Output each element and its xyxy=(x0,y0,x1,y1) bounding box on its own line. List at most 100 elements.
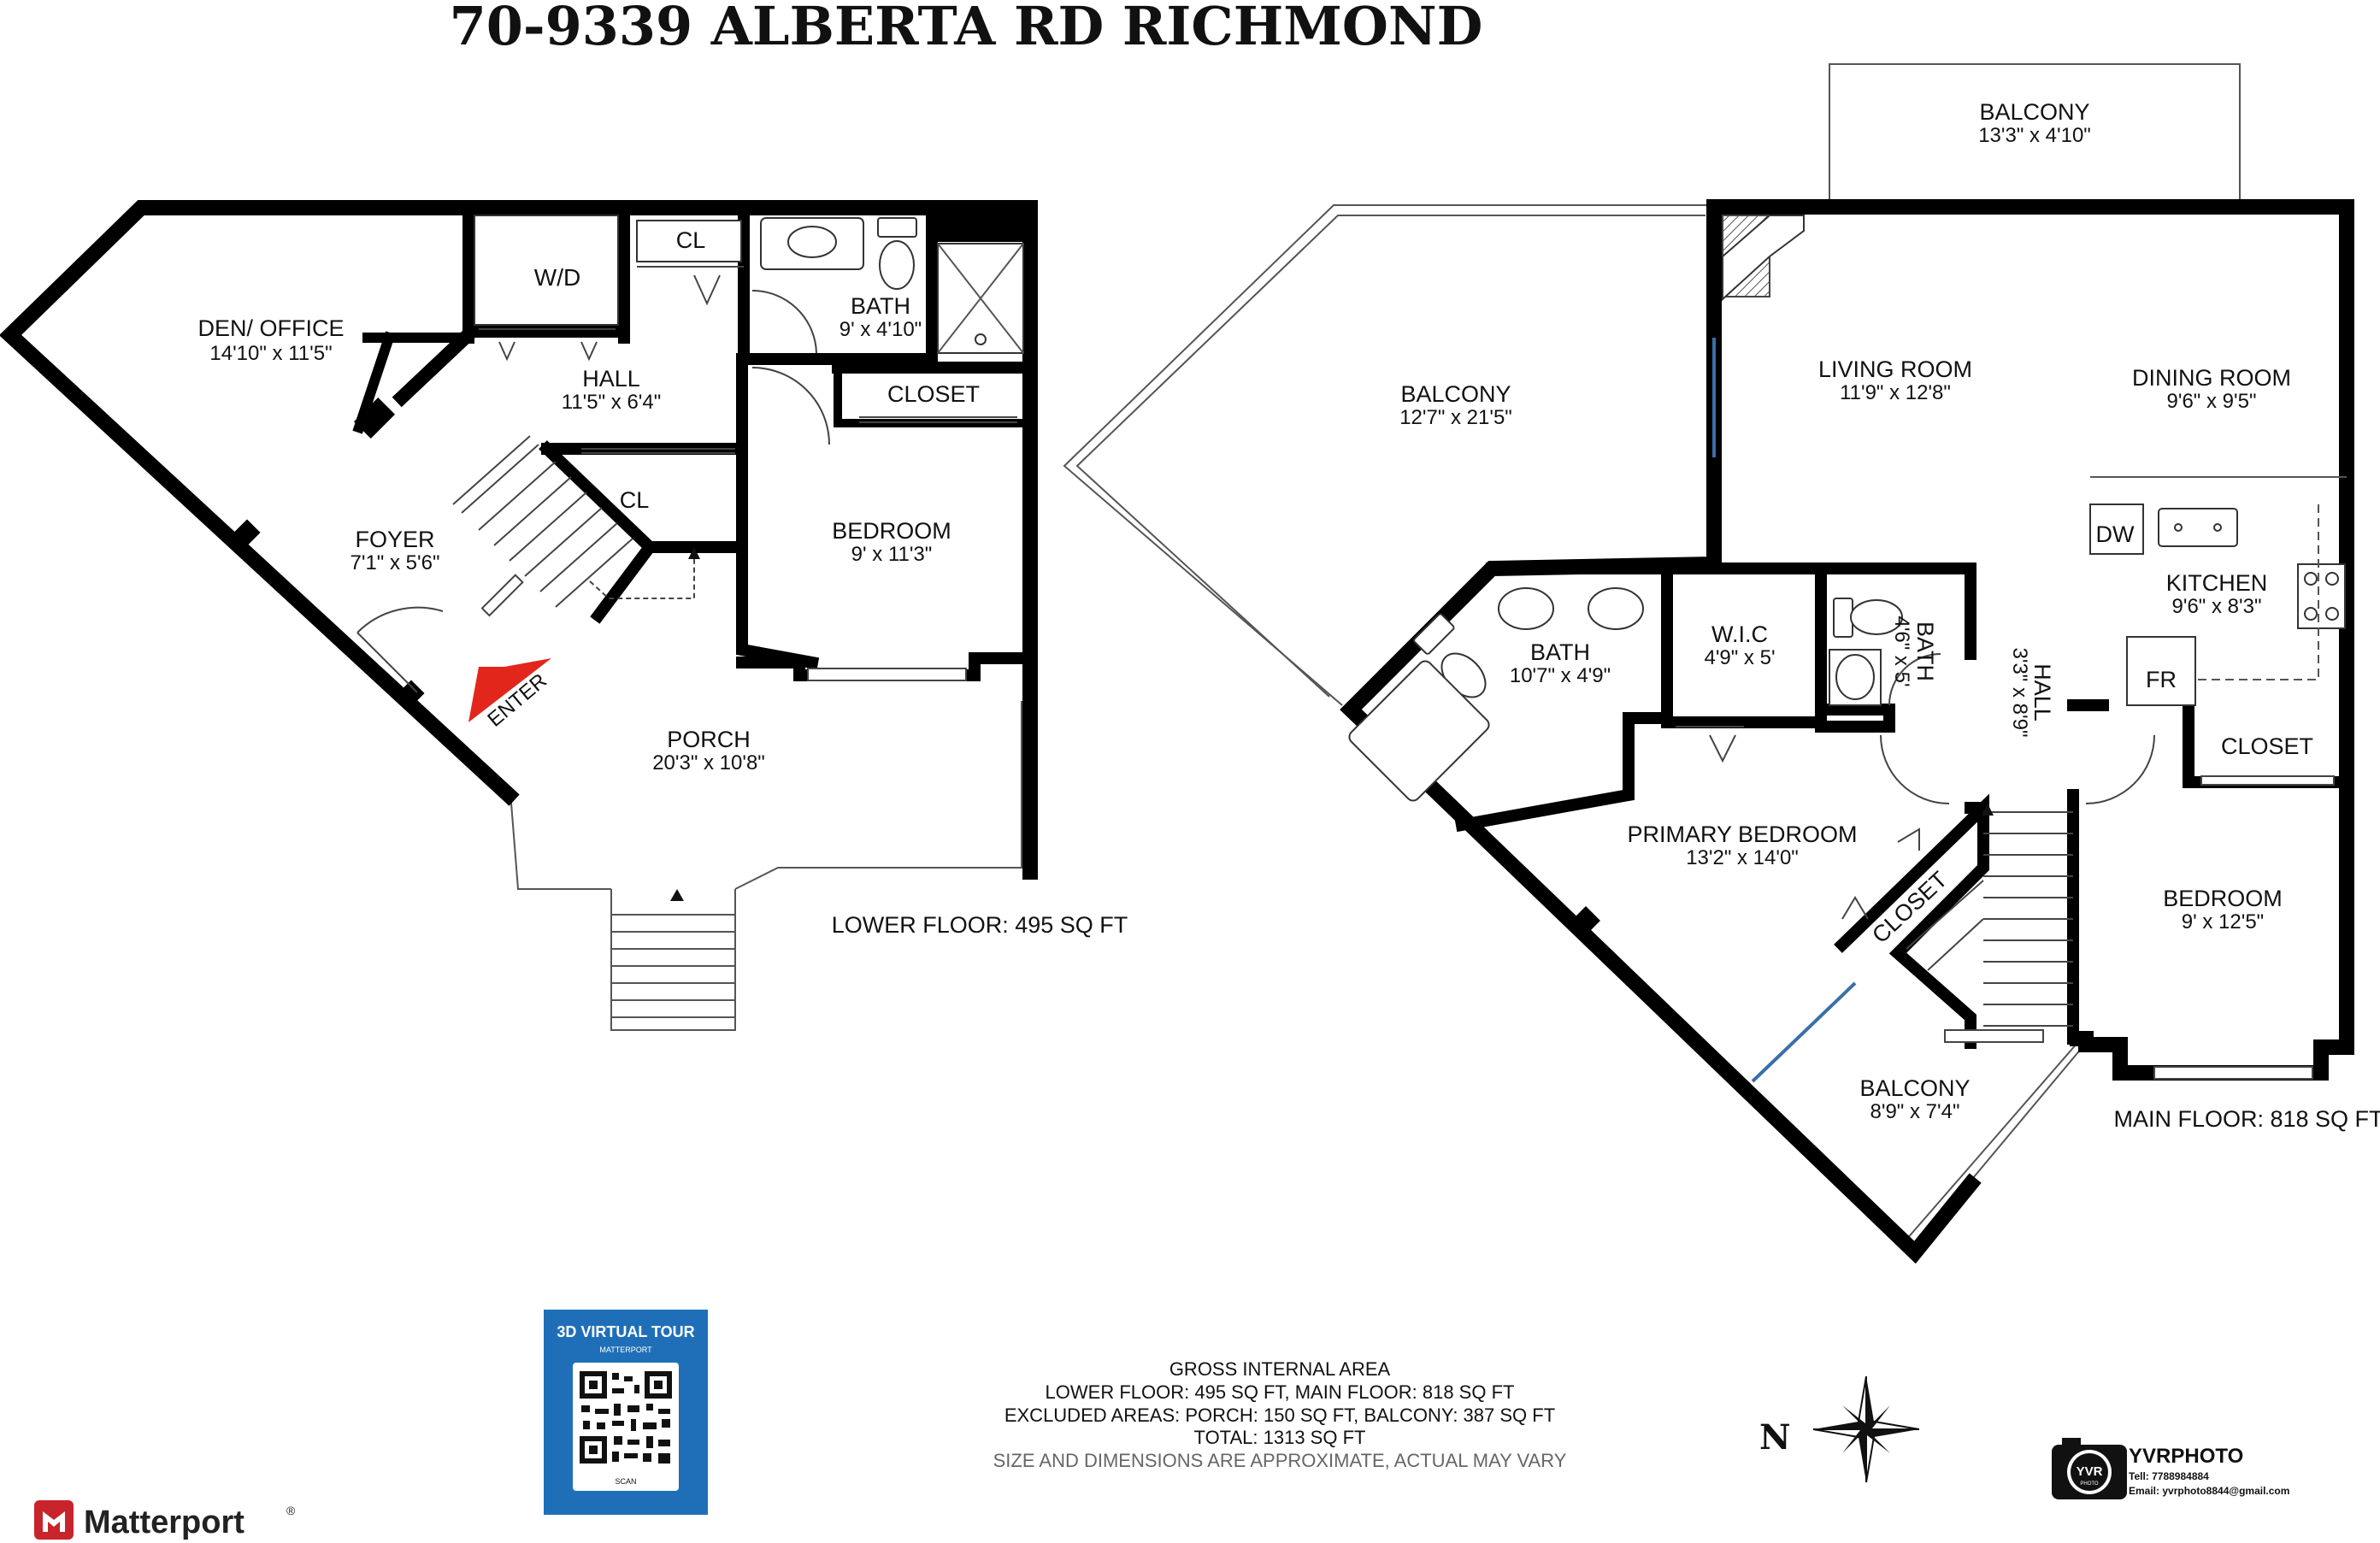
cl-stair-label: CL xyxy=(620,487,650,513)
bedroom-dims: 9' x 11'3" xyxy=(851,543,933,566)
yvr-brand: YVRPHOTO xyxy=(2129,1445,2243,1468)
virtual-tour-scan: SCAN xyxy=(615,1477,636,1486)
foyer-window xyxy=(480,574,524,617)
bath-label: BATH xyxy=(851,293,910,319)
hall-door-right xyxy=(2085,734,2155,804)
small-bath-sink-icon xyxy=(1835,654,1875,700)
kitchen-sink-drain-l xyxy=(2174,523,2183,532)
shower-diag-2 xyxy=(937,243,1024,354)
bath-small-label: BATH xyxy=(1912,621,1938,681)
kitchen-dims: 9'6" x 8'3" xyxy=(2172,595,2262,618)
stove-burner-3 xyxy=(2304,607,2318,621)
lower-exterior-walls xyxy=(0,200,1038,880)
compass: N xyxy=(1759,1375,1920,1483)
page-title: 70-9339 ALBERTA RD RICHMOND xyxy=(450,0,1483,57)
stair-arrow-line xyxy=(589,556,695,599)
wic-label: W.I.C xyxy=(1711,621,1768,647)
hall-door-swing xyxy=(751,367,830,445)
foyer-label: FOYER xyxy=(355,527,434,552)
camera-icon xyxy=(2052,1438,2127,1499)
matterport-wordmark: Matterport xyxy=(84,1505,244,1540)
stair-window xyxy=(1944,1029,2044,1043)
stove-burner-4 xyxy=(2325,607,2339,621)
small-bath-toilet-icon xyxy=(1850,599,1903,635)
yvr-badge-text: YVR xyxy=(2077,1464,2103,1479)
main-stair-arrow-icon xyxy=(1982,804,1994,816)
fr-label: FR xyxy=(2146,667,2177,692)
main-hall-walls xyxy=(1965,699,2353,1045)
main-bath-walls xyxy=(1454,562,1976,833)
bath-sink-icon xyxy=(787,226,837,258)
hall-door-left xyxy=(1880,734,1950,804)
balcony-top-outline xyxy=(1829,63,2241,203)
balcony-top-dims: 13'3" x 4'10" xyxy=(1978,124,2091,147)
area-line-3: EXCLUDED AREAS: PORCH: 150 SQ FT, BALCON… xyxy=(1004,1405,1555,1426)
shower-drain-icon xyxy=(975,333,987,345)
foyer-door-swing xyxy=(356,606,444,633)
yvr-photo-logo: YVR PHOTO YVRPHOTO Tell: 7788984884 Emai… xyxy=(2052,1438,2289,1499)
area-line-1: GROSS INTERNAL AREA xyxy=(1169,1358,1391,1380)
hall-label: HALL xyxy=(582,366,640,392)
porch-outline-right xyxy=(734,701,1022,890)
porch-steps-frame xyxy=(610,889,736,1031)
foyer-jamb xyxy=(233,519,261,546)
hall-main-label: HALL xyxy=(2029,663,2055,721)
yvr-badge-sub: PHOTO xyxy=(2080,1481,2099,1487)
bedroom-main-label: BEDROOM xyxy=(2163,886,2283,911)
yvr-email: Email: yvrphoto8844@gmail.com xyxy=(2129,1485,2289,1497)
balcony-left-inner xyxy=(1075,215,1705,698)
wd-label: W/D xyxy=(534,264,580,291)
bedroom-main-window xyxy=(2153,1066,2313,1080)
den-jamb xyxy=(353,397,396,439)
area-line-5: SIZE AND DIMENSIONS ARE APPROXIMATE, ACT… xyxy=(993,1450,1567,1471)
area-line-2: LOWER FLOOR: 495 SQ FT, MAIN FLOOR: 818 … xyxy=(1046,1381,1515,1403)
virtual-tour-card[interactable]: 3D VIRTUAL TOUR MATTERPORT SCAN xyxy=(544,1310,708,1515)
enter-arrow-icon xyxy=(468,658,551,722)
area-summary: GROSS INTERNAL AREA LOWER FLOOR: 495 SQ … xyxy=(993,1358,1567,1471)
hall-main-dims: 3'3" x 8'9" xyxy=(2008,648,2031,738)
living-room-dims: 11'9" x 12'8" xyxy=(1840,381,1951,404)
matterport-logo: Matterport ® xyxy=(34,1500,296,1540)
hall-dims: 11'5" x 6'4" xyxy=(562,391,662,414)
bath-dims: 9' x 4'10" xyxy=(839,318,922,341)
bath-door-swing xyxy=(751,290,817,354)
dining-room-label: DINING ROOM xyxy=(2132,365,2291,391)
compass-rose-icon xyxy=(1812,1375,1920,1483)
qr-code-icon[interactable] xyxy=(580,1371,672,1463)
kitchen-label: KITCHEN xyxy=(2166,570,2268,596)
primary-bedroom-label: PRIMARY BEDROOM xyxy=(1627,822,1857,847)
wic-dims: 4'9" x 5' xyxy=(1704,646,1775,669)
lower-floor-label: LOWER FLOOR: 495 SQ FT xyxy=(832,912,1128,938)
den-office-label: DEN/ OFFICE xyxy=(197,315,344,341)
primary-sink-2-icon xyxy=(1588,587,1644,630)
primary-bathtub xyxy=(1348,660,1490,802)
lower-floor-plan: ENTER DEN/ OFFICE 14'10" x 11'5" W/D CL … xyxy=(0,200,1128,1031)
kitchen-sink-drain-r xyxy=(2213,523,2222,532)
lower-stair-walls xyxy=(539,440,820,670)
den-office-dims: 14'10" x 11'5" xyxy=(209,342,332,365)
stove-burner-2 xyxy=(2325,572,2339,586)
closet-right-label: CLOSET xyxy=(2221,733,2313,759)
porch-steps xyxy=(611,914,735,1018)
main-floor-label: MAIN FLOOR: 818 SQ FT xyxy=(2113,1106,2380,1132)
wd-door-chevron-r xyxy=(580,341,598,362)
balcony-bottom-dims: 8'9" x 7'4" xyxy=(1870,1100,1960,1123)
primary-bedroom-dims: 13'2" x 14'0" xyxy=(1686,846,1799,869)
bedroom-main-dims: 9' x 12'5" xyxy=(2182,910,2264,933)
cl-chevron xyxy=(693,274,721,306)
main-corner-jamb xyxy=(1571,906,1600,935)
bath-toilet-icon xyxy=(879,240,915,290)
porch-dims: 20'3" x 10'8" xyxy=(652,751,765,774)
matterport-mark-icon xyxy=(34,1500,74,1540)
matterport-registered-mark: ® xyxy=(286,1504,296,1517)
balcony-left-label: BALCONY xyxy=(1400,381,1511,407)
main-closet-diag-walls xyxy=(1834,793,1989,1049)
fireplace-hearth xyxy=(1722,215,1805,302)
balcony-bottom-glass xyxy=(1751,981,1857,1083)
main-stairs xyxy=(1906,811,2073,1027)
lower-interior-walls-top xyxy=(462,202,938,365)
foyer-door-leaf xyxy=(356,632,418,693)
compass-n-label: N xyxy=(1759,1417,1791,1458)
lower-stairs xyxy=(452,435,633,608)
